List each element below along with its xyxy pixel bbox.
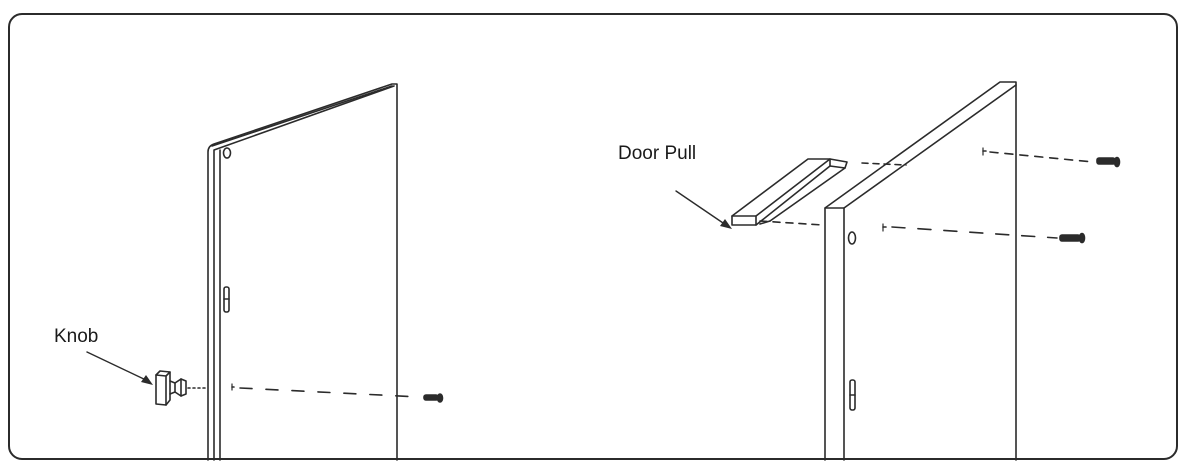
knob-icon	[155, 370, 187, 406]
door-pull-icon	[731, 158, 848, 226]
diagram-frame	[8, 13, 1178, 460]
knob-label: Knob	[54, 326, 99, 347]
screw-icon	[423, 393, 444, 403]
knob-callout-arrow	[86, 351, 149, 382]
door-pull-callout-arrow	[675, 190, 727, 226]
screw-icon	[1096, 156, 1121, 168]
right-door-panel	[824, 81, 1017, 461]
screw-icon	[1059, 232, 1086, 244]
left-door-panel	[207, 83, 398, 461]
door-pull-label: Door Pull	[618, 143, 697, 164]
